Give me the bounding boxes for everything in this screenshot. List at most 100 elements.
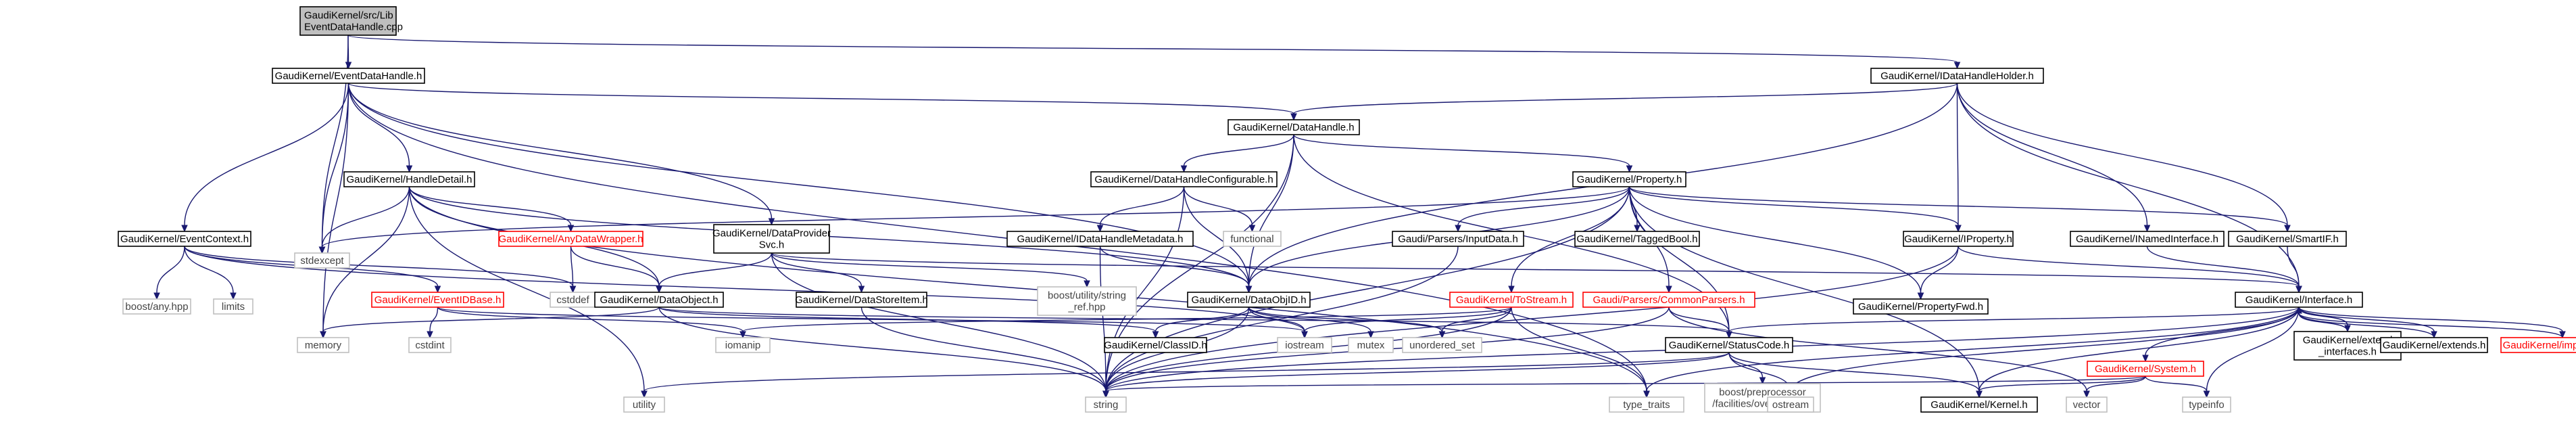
dependency-edge xyxy=(739,306,1512,339)
node-boost-string-ref: boost/utility/string_ref.hpp xyxy=(1037,286,1137,316)
node-label: limits xyxy=(222,301,245,313)
node-idatahandleholder[interactable]: GaudiKernel/IDataHandleHolder.h xyxy=(1870,68,2044,84)
node-inamedinterface[interactable]: GaudiKernel/INamedInterface.h xyxy=(2070,231,2225,247)
node-label: ostream xyxy=(1772,399,1809,411)
dependency-edge xyxy=(184,246,577,294)
node-classid[interactable]: GaudiKernel/ClassID.h xyxy=(1104,337,1207,353)
node-handledetail[interactable]: GaudiKernel/HandleDetail.h xyxy=(343,171,475,187)
dependency-edge xyxy=(641,352,1730,398)
dependency-edge xyxy=(408,186,575,233)
node-interface[interactable]: GaudiKernel/Interface.h xyxy=(2235,292,2363,308)
node-cstdint: cstdint xyxy=(408,337,452,353)
dependency-edge xyxy=(656,252,773,294)
node-label: GaudiKernel/EventIDBase.h xyxy=(374,294,502,306)
node-label: GaudiKernel/System.h xyxy=(2095,363,2196,375)
dependency-edge xyxy=(2083,375,2146,398)
node-label: GaudiKernel/TaggedBool.h xyxy=(1576,233,1697,245)
dependency-edge xyxy=(1290,83,1958,121)
dependency-edge xyxy=(347,83,413,173)
dependency-edge xyxy=(347,83,1297,121)
node-system[interactable]: GaudiKernel/System.h xyxy=(2087,361,2204,377)
dependency-edge xyxy=(2145,375,2210,398)
node-ostream: ostream xyxy=(1767,396,1814,413)
dependency-edge xyxy=(1956,83,2291,233)
dependency-edge xyxy=(569,246,577,294)
node-label: EventDataHandle.cpp xyxy=(304,22,403,33)
dependency-edge xyxy=(771,252,865,294)
node-mutex: mutex xyxy=(1348,337,1394,353)
node-eventidbase[interactable]: GaudiKernel/EventIDBase.h xyxy=(371,292,504,308)
dependency-edge xyxy=(1628,186,2291,233)
dependency-edge xyxy=(1102,375,2146,398)
node-tostream[interactable]: GaudiKernel/ToStream.h xyxy=(1449,292,1574,308)
node-label: iomanip xyxy=(725,340,761,351)
node-iproperty[interactable]: GaudiKernel/IProperty.h xyxy=(1903,231,2014,247)
node-vector: vector xyxy=(2066,396,2108,413)
dependency-edge xyxy=(1301,306,1512,339)
node-datahandleconfigurable[interactable]: GaudiKernel/DataHandleConfigurable.h xyxy=(1090,171,1278,187)
node-label: Gaudi/Parsers/InputData.h xyxy=(1398,233,1518,245)
node-label: typeinfo xyxy=(2189,399,2225,411)
node-label: GaudiKernel/Kernel.h xyxy=(1930,399,2027,411)
node-taggedbool[interactable]: GaudiKernel/TaggedBool.h xyxy=(1574,231,1700,247)
node-smartif[interactable]: GaudiKernel/SmartIF.h xyxy=(2228,231,2347,247)
node-dataobject[interactable]: GaudiKernel/DataObject.h xyxy=(594,292,724,308)
dependency-edge xyxy=(2287,246,2302,294)
node-limits: limits xyxy=(213,298,253,315)
node-datastoreitem[interactable]: GaudiKernel/DataStoreItem.h xyxy=(795,292,928,308)
node-label: GaudiKernel/ClassID.h xyxy=(1104,340,1207,351)
dependency-edge xyxy=(1102,246,1959,398)
dependency-edge xyxy=(153,246,185,300)
node-label: string xyxy=(1094,399,1119,411)
dependency-edge xyxy=(1248,306,1374,339)
node-label: mutex xyxy=(1357,340,1385,351)
node-propertyfwd[interactable]: GaudiKernel/PropertyFwd.h xyxy=(1853,298,1989,315)
dependency-edge xyxy=(1245,83,1958,294)
node-label: GaudiKernel/DataObjID.h xyxy=(1191,294,1306,306)
node-kernel[interactable]: GaudiKernel/Kernel.h xyxy=(1920,396,2038,413)
dependency-edge xyxy=(320,306,660,339)
node-eventcontext[interactable]: GaudiKernel/EventContext.h xyxy=(118,231,251,247)
dependency-edge xyxy=(1096,186,1185,233)
node-inputdata[interactable]: Gaudi/Parsers/InputData.h xyxy=(1392,231,1524,247)
node-label: GaudiKernel/DataStoreItem.h xyxy=(795,294,928,306)
node-cstddef: cstddef xyxy=(550,292,596,308)
dependency-edge xyxy=(1180,134,1294,173)
node-string: string xyxy=(1085,396,1127,413)
dependency-edge xyxy=(1152,306,1250,339)
dependency-edge xyxy=(658,306,1732,339)
node-idatahandlemetadata[interactable]: GaudiKernel/IDataHandleMetadata.h xyxy=(1006,231,1194,247)
node-datahandle[interactable]: GaudiKernel/DataHandle.h xyxy=(1228,119,1360,135)
node-type-traits: type_traits xyxy=(1609,396,1684,413)
node-label: _ref.hpp xyxy=(1067,302,1105,313)
node-iomanip: iomanip xyxy=(715,337,771,353)
dependency-edge xyxy=(1956,83,2151,233)
node-dataobjid[interactable]: GaudiKernel/DataObjID.h xyxy=(1187,292,1311,308)
dependency-edge xyxy=(1099,246,1253,294)
dependency-edge xyxy=(2298,306,2437,339)
node-label: GaudiKernel/Property.h xyxy=(1577,174,1682,185)
node-commonparsers[interactable]: Gaudi/Parsers/CommonParsers.h xyxy=(1582,292,1755,308)
node-label: GaudiKernel/extend xyxy=(2303,335,2393,346)
dependency-edge xyxy=(1787,306,2300,398)
node-property[interactable]: GaudiKernel/Property.h xyxy=(1572,171,1686,187)
node-label: boost/any.hpp xyxy=(125,301,188,313)
dependency-edge xyxy=(1726,306,2300,339)
node-label: GaudiKernel/DataHandle.h xyxy=(1233,122,1354,133)
node-statuscode[interactable]: GaudiKernel/StatusCode.h xyxy=(1665,337,1793,353)
node-anydatawrapper[interactable]: GaudiKernel/AnyDataWrapper.h xyxy=(498,231,643,247)
node-stdexcept: stdexcept xyxy=(294,252,350,269)
node-implements[interactable]: GaudiKernel/implements.h xyxy=(2500,337,2576,353)
node-label: memory xyxy=(305,340,342,351)
node-functional: functional xyxy=(1223,231,1282,247)
node-typeinfo: typeinfo xyxy=(2182,396,2231,413)
node-label: Gaudi/Parsers/CommonParsers.h xyxy=(1593,294,1745,306)
node-extends[interactable]: GaudiKernel/extends.h xyxy=(2380,337,2488,353)
dependency-edge xyxy=(2298,306,2566,339)
dependency-edge xyxy=(427,306,439,339)
dependency-edge xyxy=(1955,83,1962,233)
node-eventdatahandle[interactable]: GaudiKernel/EventDataHandle.h xyxy=(272,68,425,84)
